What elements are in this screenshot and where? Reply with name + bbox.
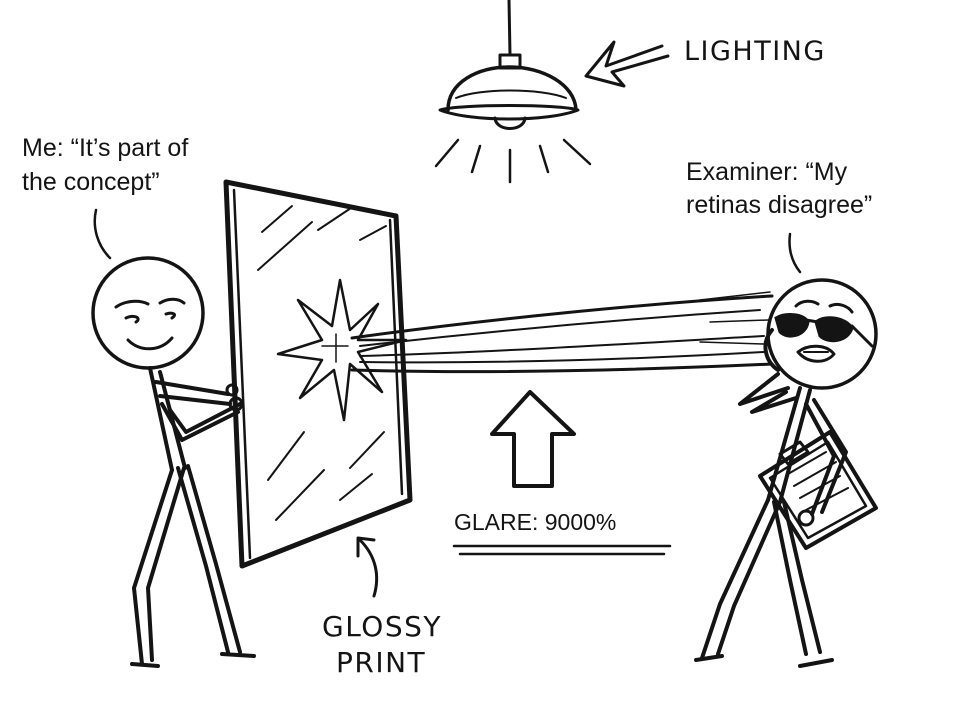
print-arrow-icon [356,536,379,598]
lighting-label: LIGHTING [684,36,826,67]
examiner-caption-line1: Examiner: “My [686,158,848,186]
examiner-figure [694,278,878,668]
glare-label: GLARE: 9000% [454,509,616,535]
me-figure [91,256,256,668]
examiner-caption-line2: retinas disagree” [686,191,872,219]
ceiling-lamp [434,0,592,184]
glare-beam [350,291,774,374]
me-caption-line1: Me: “It’s part of [22,134,188,162]
me-caption-line2: the concept” [22,168,160,196]
print-label-line1: GLOSSY [322,610,442,643]
lighting-arrow-icon [584,40,670,88]
glossy-print [223,179,413,569]
print-label-line2: PRINT [336,646,426,679]
clipboard-icon [758,430,878,550]
sunglasses-icon [774,313,874,348]
up-arrow-icon [490,390,576,488]
